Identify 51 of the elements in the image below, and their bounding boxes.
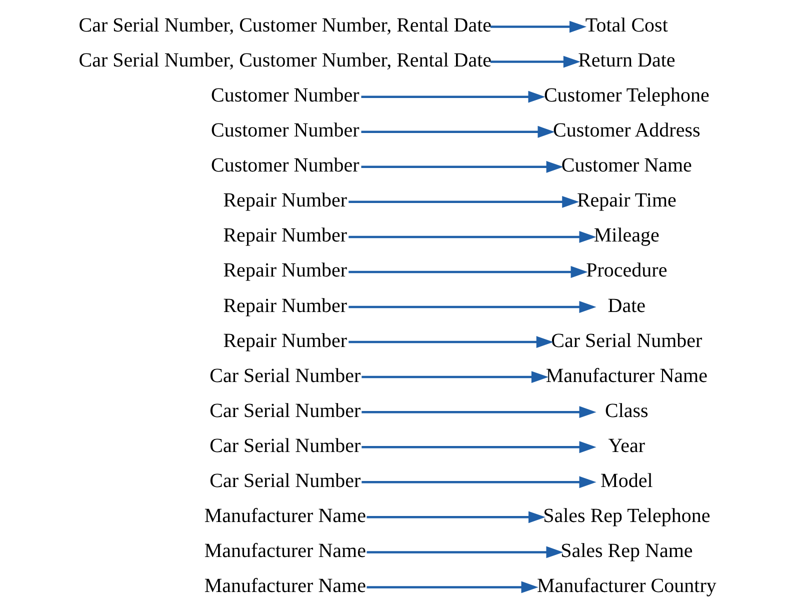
node-text: Car Serial Number, Customer Number, Rental Date <box>78 14 492 37</box>
node-text: Sales Rep Telephone <box>543 504 710 527</box>
node-text: Manufacturer Name <box>204 504 366 527</box>
arrow <box>361 126 555 138</box>
node-text: Repair Time <box>576 190 676 212</box>
node-text: Repair Number <box>223 260 348 282</box>
arrow <box>348 230 596 243</box>
arrow <box>348 196 580 208</box>
arrow <box>361 160 564 173</box>
node-text: Manufacturer Country <box>536 574 716 597</box>
arrow <box>366 546 564 558</box>
node-text: Mileage <box>594 224 660 247</box>
node-text: Car Serial Number <box>210 434 361 457</box>
node-text: Return Date <box>578 50 676 72</box>
node-text: Car Serial Number <box>551 330 702 352</box>
node-text: Model <box>600 470 653 492</box>
arrow <box>361 90 546 103</box>
arrow <box>362 406 596 418</box>
node-text: Year <box>608 434 646 457</box>
node-text: Manufacturer Name <box>204 574 366 597</box>
node-text: Repair Number <box>223 224 348 247</box>
node-text: Customer Name <box>561 154 692 177</box>
arrow <box>348 266 588 278</box>
arrow <box>366 511 546 524</box>
node-text: Sales Rep Name <box>560 540 693 562</box>
node-text: Customer Telephone <box>544 84 710 107</box>
arrow <box>362 476 596 488</box>
node-text: Class <box>605 400 648 422</box>
node-text: Total Cost <box>585 14 668 37</box>
node-text: Car Serial Number <box>210 400 361 422</box>
node-text: Car Serial Number, Customer Number, Rental Date <box>78 50 492 72</box>
node-text: Car Serial Number <box>210 470 361 492</box>
node-text: Customer Number <box>211 84 360 107</box>
node-text: Customer Number <box>211 154 360 177</box>
arrow <box>362 441 596 454</box>
node-text: Car Serial Number <box>210 364 361 387</box>
node-text: Manufacturer Name <box>204 540 366 562</box>
node-text: Customer Address <box>553 120 700 142</box>
node-text: Repair Number <box>223 190 348 212</box>
node-text: Date <box>608 294 646 317</box>
node-text: Repair Number <box>223 330 348 352</box>
arrow <box>366 581 538 594</box>
arrow <box>348 336 554 348</box>
arrow <box>348 301 596 313</box>
arrow <box>490 56 580 68</box>
arrow <box>362 371 548 384</box>
node-text: Repair Number <box>223 294 348 317</box>
node-text: Manufacturer Name <box>546 364 708 387</box>
arrow <box>490 20 587 33</box>
node-text: Customer Number <box>211 120 360 142</box>
node-text: Procedure <box>586 260 668 282</box>
